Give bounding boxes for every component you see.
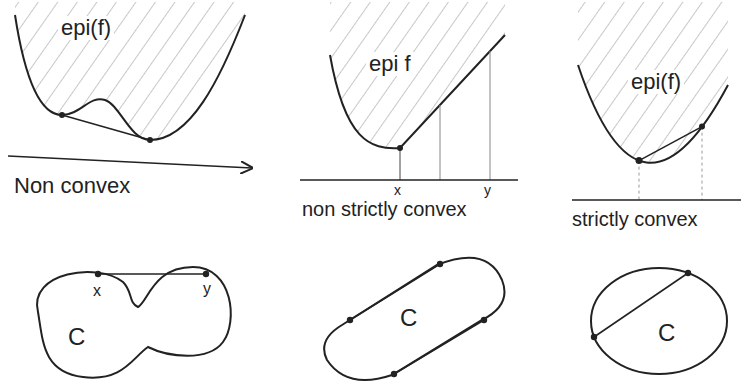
point: [685, 270, 691, 276]
epigraph-label: epi(f): [58, 16, 114, 40]
chord: [98, 273, 206, 275]
axis: [300, 179, 518, 181]
guide-line: [490, 51, 491, 180]
caption-label: strictly convex: [572, 208, 698, 230]
set-boundary: [37, 267, 231, 378]
caption-label: non strictly convex: [302, 198, 467, 220]
epigraph-label-holder: epi(f): [628, 70, 684, 94]
function-curve: [15, 15, 245, 140]
convex-set: C: [28, 262, 233, 382]
point: [203, 271, 209, 277]
point-label-holder: x: [93, 282, 101, 300]
set-label: C: [658, 320, 675, 346]
guide-line: [400, 148, 401, 180]
guide-line: [440, 105, 441, 180]
caption-label-holder: non strictly convex: [302, 198, 467, 220]
guide-line: [702, 127, 703, 200]
guide-line: [639, 161, 640, 200]
epigraph-label: epi(f): [628, 70, 684, 94]
epigraph-hatch: [320, 0, 520, 180]
point: [481, 317, 487, 323]
caption-label-holder: strictly convex: [572, 208, 698, 230]
point: [391, 371, 397, 377]
point: [95, 271, 101, 277]
point: [59, 112, 65, 118]
set-label: C: [68, 324, 85, 350]
point-label: y: [484, 183, 491, 198]
epigraph-label-holder: epi f: [366, 52, 414, 76]
chord: [62, 115, 150, 140]
caption-label: Non convex: [14, 174, 130, 198]
set-label: C: [400, 305, 417, 331]
chord: [350, 264, 440, 320]
epigraph-hatch: [0, 0, 260, 160]
caption-label-holder: Non convex: [14, 174, 130, 198]
point-label: x: [394, 183, 401, 198]
function-curve: [330, 35, 505, 148]
point: [147, 137, 153, 143]
point: [636, 157, 643, 164]
point-label-holder: y: [203, 280, 211, 298]
point-label-holder: y: [484, 181, 491, 199]
axis: [8, 156, 252, 168]
point: [699, 124, 705, 130]
epigraph-hatch: [570, 0, 743, 200]
convex-set: C: [312, 250, 512, 385]
axis: [572, 199, 741, 201]
point-label: y: [203, 280, 211, 298]
point-label-holder: x: [394, 181, 401, 199]
point: [591, 334, 597, 340]
set-outline: [28, 262, 233, 382]
chord: [639, 127, 702, 161]
set-boundary: [324, 258, 504, 380]
point: [347, 317, 353, 323]
epigraph-label-holder: epi(f): [58, 16, 114, 40]
set-boundary: [591, 268, 727, 374]
point: [437, 261, 443, 267]
point-label: x: [93, 282, 101, 300]
point: [397, 145, 403, 151]
epigraph-label: epi f: [366, 52, 414, 76]
function-curve: [578, 65, 728, 163]
convex-set: C: [588, 265, 730, 377]
